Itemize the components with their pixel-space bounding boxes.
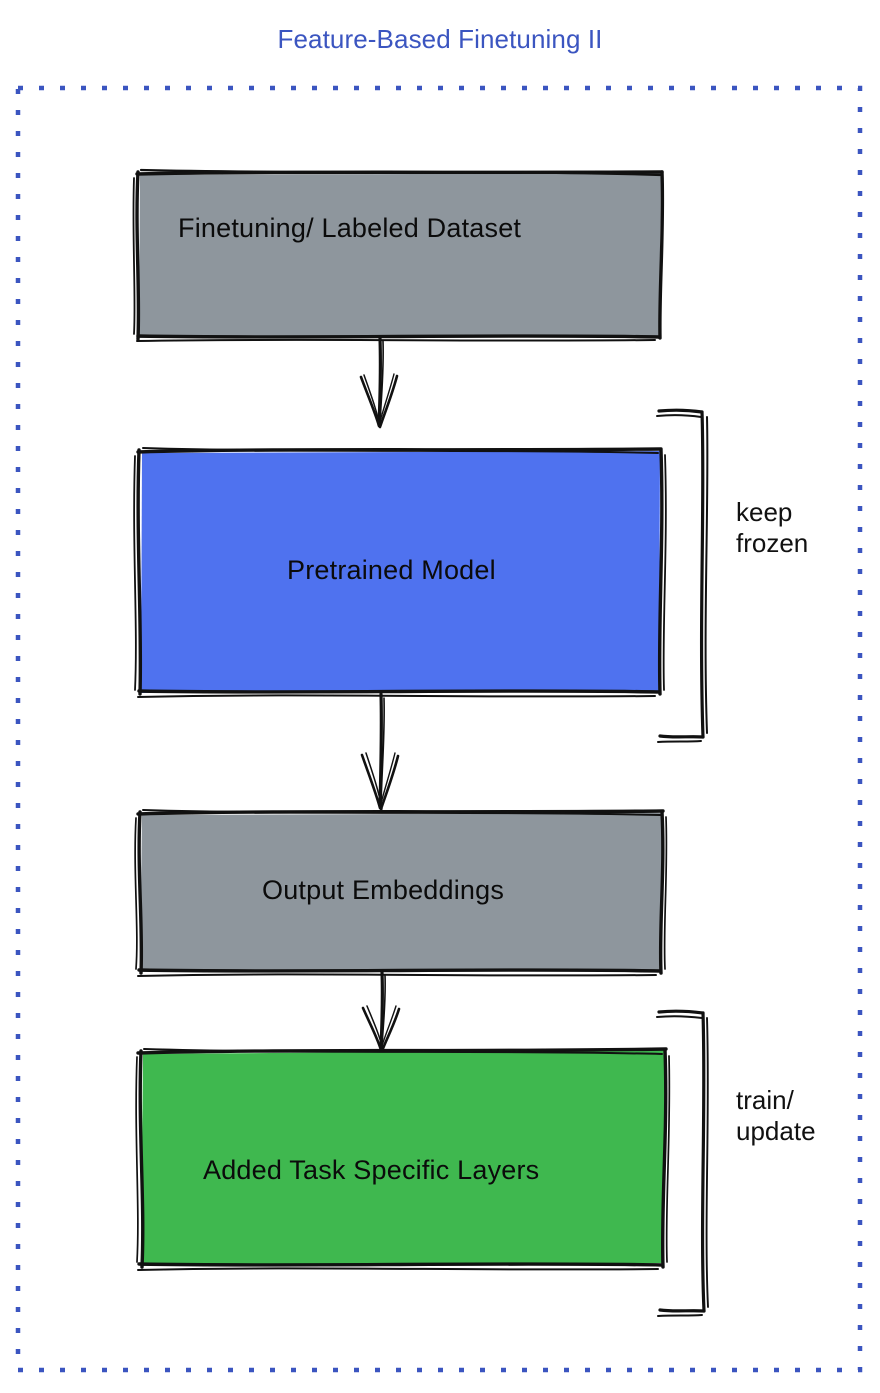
node-pretrained-outline-f [137, 694, 656, 698]
node-tasklayers-outline-e [137, 1262, 664, 1267]
node-dataset-outline-f [135, 170, 141, 341]
node-dataset-outline-b [139, 168, 662, 177]
node-tasklayers[interactable] [135, 1047, 671, 1271]
node-pretrained-outline-g [136, 448, 143, 696]
node-label-pretrained: Pretrained Model [287, 555, 496, 585]
node-embeddings-outline-c [658, 810, 665, 975]
node-tasklayers-outline-c [660, 1048, 668, 1269]
node-dataset-outline-d [136, 334, 661, 339]
node-pretrained[interactable] [133, 447, 667, 698]
node-tasklayers-fill [141, 1050, 665, 1266]
node-label-tasklayers: Added Task Specific Layers [203, 1155, 540, 1185]
page-title: Feature-Based Finetuning II [277, 24, 603, 54]
node-embeddings[interactable] [134, 809, 668, 977]
bracket-label-keep-frozen: keep frozen [736, 497, 809, 558]
node-dataset-outline-e [136, 338, 656, 342]
node-label-embeddings: Output Embeddings [262, 875, 505, 905]
node-pretrained-fill [141, 451, 660, 693]
node-embeddings-outline-e [137, 968, 662, 973]
node-tasklayers-outline-d [665, 1055, 671, 1263]
node-pretrained-outline-a [136, 447, 663, 454]
node-tasklayers-outline-a [136, 1047, 668, 1055]
node-pretrained-outline-e [137, 689, 661, 694]
node-pretrained-outline-b [142, 447, 659, 454]
node-dataset-outline-g [132, 177, 136, 335]
node-embeddings-outline-d [663, 816, 668, 970]
node-dataset-fill [139, 173, 661, 338]
node-tasklayers-outline-f [137, 1267, 659, 1271]
node-embeddings-outline-g [137, 810, 144, 975]
bracket-label-train-update: train/ update [736, 1085, 816, 1146]
node-label-dataset: Finetuning/ Labeled Dataset [178, 213, 522, 243]
edge-pretrained-embeddings [360, 692, 400, 811]
node-tasklayers-outline-h [135, 1056, 139, 1263]
node-pretrained-outline-h [133, 455, 137, 691]
node-embeddings-outline-a [136, 809, 665, 816]
bracket-keep-frozen [656, 408, 709, 743]
node-embeddings-fill [140, 813, 662, 972]
arrowhead-1 [359, 375, 381, 428]
node-dataset[interactable] [132, 168, 665, 342]
edge-embeddings-tasklayers [361, 970, 401, 1053]
node-embeddings-outline-f [137, 973, 657, 977]
node-dataset-outline-c [658, 170, 665, 340]
node-pretrained-outline-d [662, 454, 667, 691]
bracket-train-update [656, 1009, 709, 1317]
dashed-outline-region [15, 85, 863, 1373]
node-tasklayers-outline-b [143, 1048, 663, 1055]
node-embeddings-outline-h [134, 817, 138, 970]
node-tasklayers-outline-g [138, 1049, 145, 1269]
node-embeddings-outline-b [142, 809, 661, 816]
node-pretrained-outline-c [657, 448, 664, 696]
edge-dataset-pretrained [359, 336, 399, 429]
